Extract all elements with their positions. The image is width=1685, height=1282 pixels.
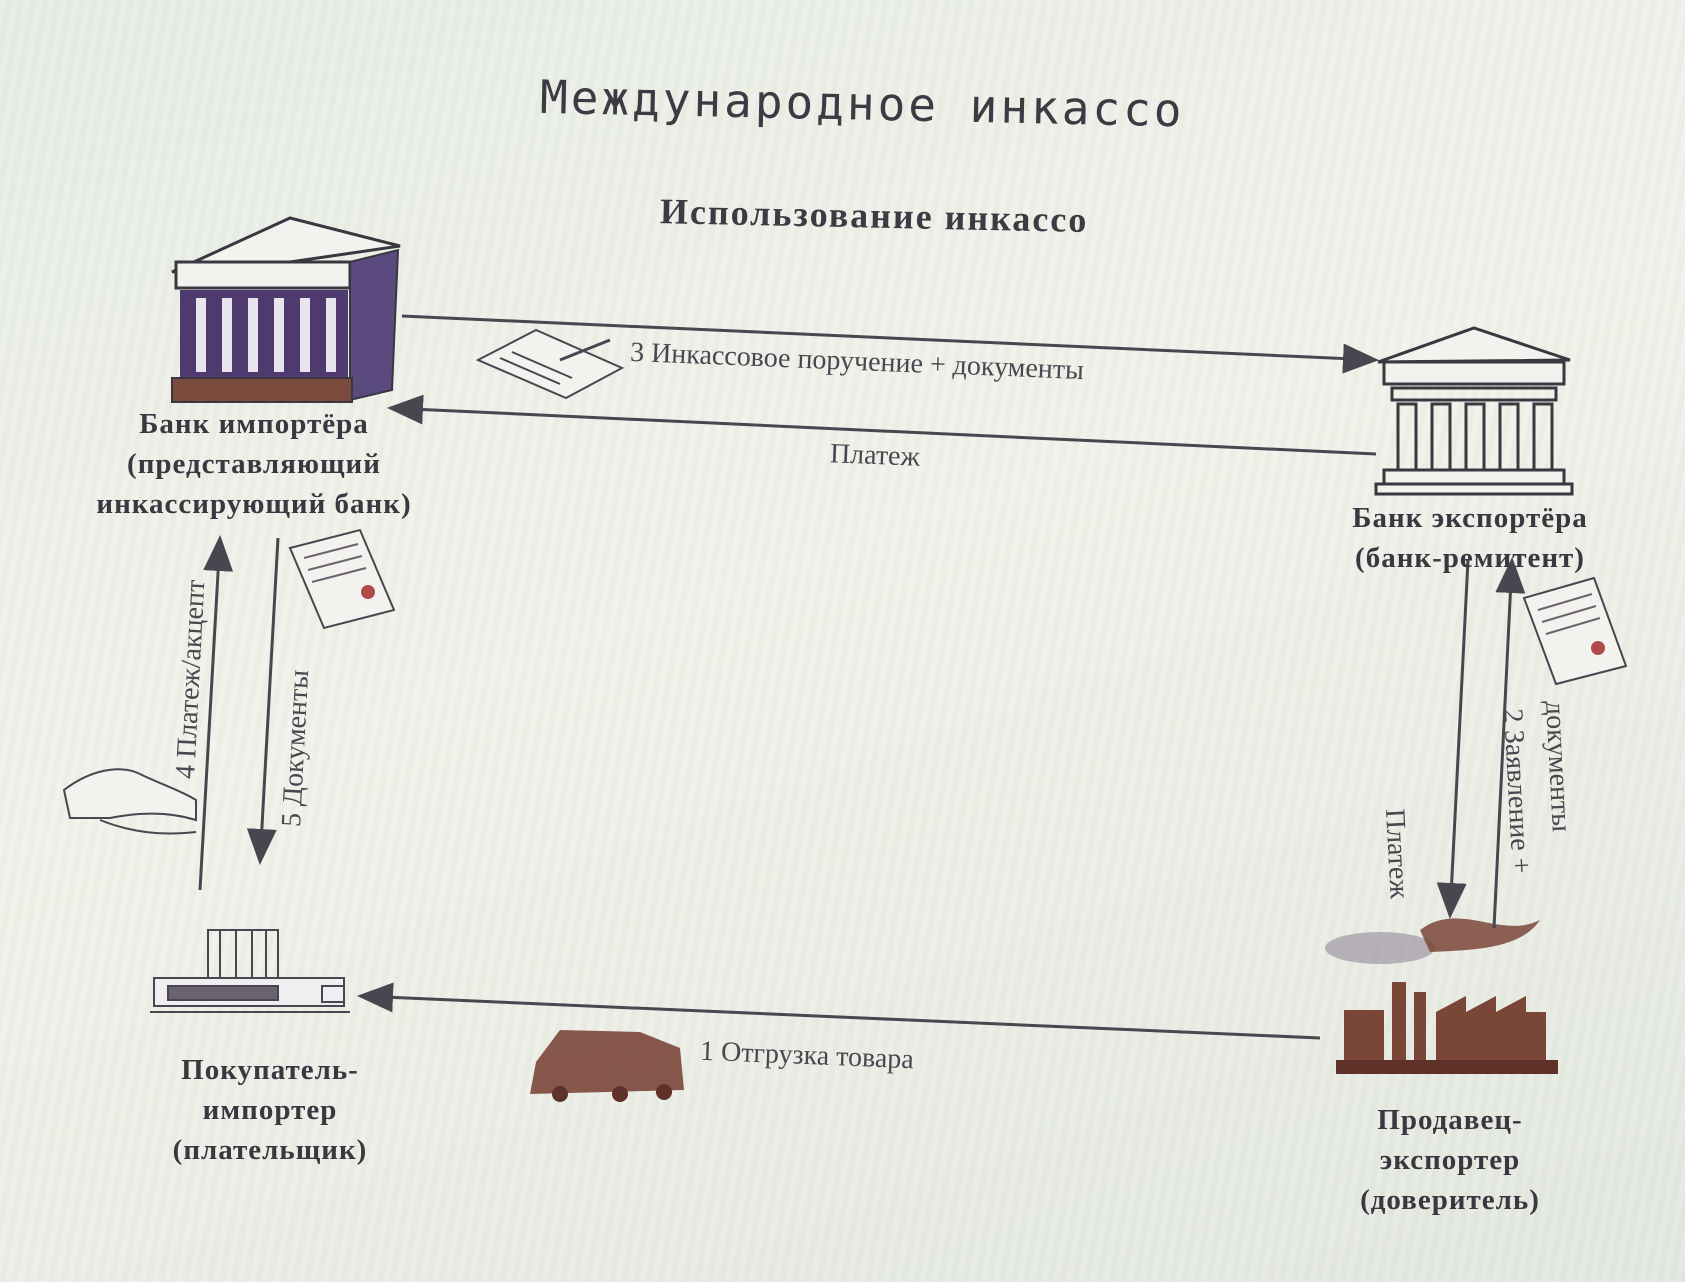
buyer-name-2: импортер bbox=[202, 1094, 338, 1126]
seller-name-1: Продавец- bbox=[1377, 1104, 1523, 1136]
flow-label-payment-top: Платеж bbox=[829, 438, 921, 473]
flow-label-step2-line2: документы bbox=[1539, 700, 1577, 833]
cargo-train-icon bbox=[530, 1030, 684, 1102]
flow-label-payment-right: Платеж bbox=[1379, 808, 1415, 900]
arrow-step3 bbox=[401, 314, 1379, 374]
buyer-building-icon bbox=[150, 929, 350, 1013]
certificate-document-icon bbox=[288, 528, 396, 630]
flow-arrows bbox=[198, 314, 1526, 1040]
arrow-payment-right bbox=[1436, 559, 1470, 919]
seller-role: (доверитель) bbox=[1360, 1184, 1540, 1216]
exporter-bank-icon bbox=[1374, 326, 1574, 496]
arrow-payment-top bbox=[387, 394, 1377, 456]
arrow-step4 bbox=[198, 535, 234, 891]
importer-bank-role-1: (представляющий bbox=[127, 448, 381, 480]
exporter-bank-label: Банк экспортёра (банк-ремитент) bbox=[1300, 498, 1640, 578]
arrow-step5 bbox=[246, 537, 280, 865]
exporter-bank-role: (банк-ремитент) bbox=[1355, 542, 1585, 574]
importer-bank-role-2: инкассирующий банк) bbox=[96, 488, 412, 520]
exporter-bank-name: Банк экспортёра bbox=[1352, 502, 1588, 534]
buyer-name-1: Покупатель- bbox=[181, 1054, 359, 1086]
contract-document-icon bbox=[475, 328, 625, 400]
arrow-step1 bbox=[357, 982, 1321, 1040]
buyer-label: Покупатель- импортер (плательщик) bbox=[120, 1050, 420, 1170]
certificate-document-icon-right bbox=[1522, 576, 1628, 686]
seller-name-2: экспортер bbox=[1379, 1144, 1521, 1176]
importer-bank-icon bbox=[171, 216, 401, 403]
buyer-role: (плательщик) bbox=[172, 1134, 368, 1166]
seller-label: Продавец- экспортер (доверитель) bbox=[1300, 1100, 1600, 1220]
seller-factory-icon bbox=[1325, 918, 1558, 1074]
hand-payment-icon bbox=[62, 768, 197, 835]
importer-bank-name: Банк импортёра bbox=[139, 408, 369, 440]
importer-bank-label: Банк импортёра (представляющий инкассиру… bbox=[44, 404, 464, 524]
arrow-step2 bbox=[1492, 557, 1526, 929]
